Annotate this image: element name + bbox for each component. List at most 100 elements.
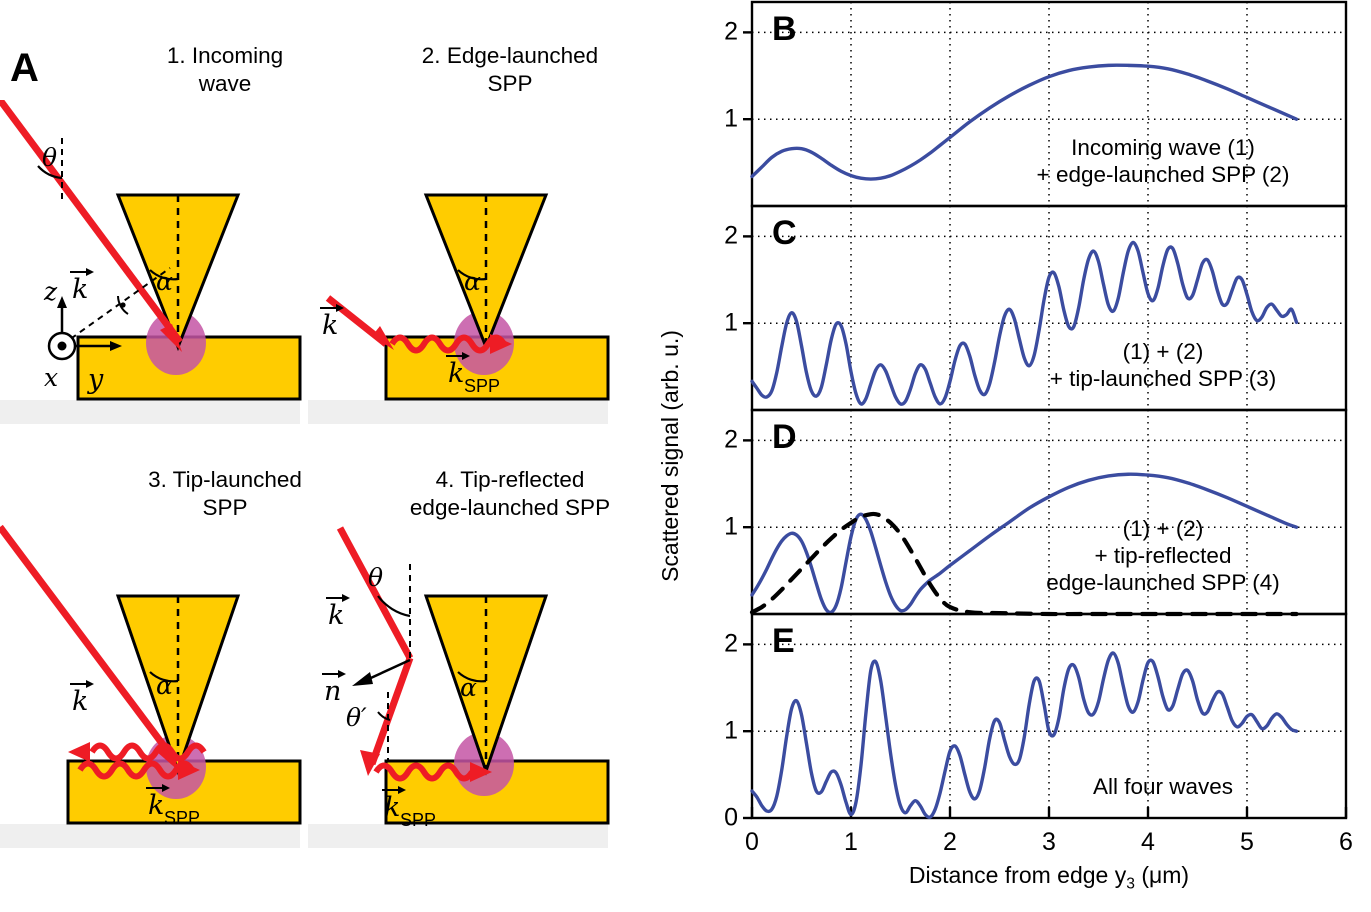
normal-vector-arrowhead [352,672,373,686]
theta-arc [377,595,411,618]
z-axis-label: z [43,277,58,306]
xtick-label-6: 6 [1339,828,1353,856]
spp-wave-lower-right [77,760,195,780]
beam-arrowhead [372,326,394,350]
ytick-label-c-2: 2 [724,221,738,250]
k-overbar-arrowhead [86,680,94,688]
k-overbar-arrowhead [342,594,350,602]
ytick-label-e-2: 2 [724,629,738,658]
xtick-label-3: 3 [1042,828,1056,856]
k-vector-label: k [322,310,338,341]
k-vector-label: k [72,274,88,305]
kspp-subscript: SPP [164,808,200,828]
subpanel-1-title: 1. Incoming wave [166,43,284,96]
incoming-beam [0,100,183,345]
x-axis-label: Distance from edge y3 (μm) [908,862,1190,893]
k-vector-label: k [328,600,344,631]
kspp-label: k [448,358,464,389]
curve-c-signal [750,240,1299,406]
spp-wave-left-arrowhead [68,742,90,762]
alpha-label: α [460,673,477,702]
subpanel-1-diagram: α θ k z x y [0,100,302,424]
ytick-label-b-1: 1 [724,104,738,133]
reflected-beam-arrowhead [360,750,380,776]
panel-label-e: E [772,622,795,660]
curve-e-signal [750,651,1299,820]
alpha-arc [149,269,179,281]
subpanel-2-title: 2. Edge-launched SPP [421,43,599,96]
y-axis-arrowhead [110,341,122,351]
spp-wave-arrowhead [490,334,512,354]
ytick-label-e-1: 1 [724,716,738,745]
theta-prime-label: θ′ [346,703,367,732]
subpanel-4-title: 4. Tip-reflected edge-launched SPP [409,467,611,520]
ytick-label-d-1: 1 [724,512,738,541]
subpanel-3-diagram: α k k SPP [0,524,302,848]
panel-label-c: C [772,214,797,252]
kspp-label: k [148,790,164,821]
incoming-beam [336,526,414,660]
subpanel-4-diagram: α θ k n θ′ k SPP [308,526,610,848]
theta-label: θ [42,143,57,172]
n-overbar-arrowhead [338,670,346,678]
spp-wave-right-arrowhead [178,760,200,780]
alpha-label: α [464,267,481,296]
kspp-label: k [384,792,400,823]
xtick-label-4: 4 [1141,828,1155,856]
k-overbar-arrowhead [336,304,344,312]
beam-arrowhead [157,745,180,772]
panel-label-d: D [772,418,797,456]
kspp-subscript: SPP [464,376,500,396]
z-axis-arrowhead [57,296,67,308]
panel-a-letter: A [10,46,39,90]
shadow-strip [308,400,608,424]
kspp-subscript: SPP [400,810,436,830]
shadow-strip [308,824,608,848]
panel-a-schematics: A 1. Incoming wave 2. Edge-launched SPP … [0,43,611,848]
y-axis-label: y [87,364,104,395]
subpanel-3-title: 3. Tip-launched SPP [148,467,302,520]
incoming-beam [0,524,179,765]
alpha-arc [457,671,487,683]
curve-b-signal [750,63,1299,181]
shadow-strip [0,824,300,848]
x-axis-dot [57,341,67,351]
theta-prime-arc [377,711,391,721]
shadow-strip [0,400,300,424]
n-vector-label: n [324,676,341,707]
ytick-label-e-0: 0 [724,803,738,832]
annotation-c: (1) + (2) + tip-launched SPP (3) [1049,339,1277,391]
ytick-label-d-2: 2 [724,425,738,454]
k-vector-label: k [72,686,88,717]
alpha-arc [457,269,487,281]
ytick-label-b-2: 2 [724,17,738,46]
x-axis-label: x [44,363,58,392]
spp-wave-right [373,762,475,782]
theta-label: θ [368,563,383,592]
normal-dashed [61,267,171,346]
curve-d-signal [750,472,1299,615]
kspp-overbar-arrowhead [162,784,170,792]
annotation-b: Incoming wave (1) + edge-launched SPP (2… [1036,135,1290,187]
annotation-d: (1) + (2) + tip-reflected edge-launched … [1046,516,1280,595]
reflected-beam [368,656,414,766]
alpha-label: α [156,671,173,700]
beam-arrowhead [160,324,182,352]
alpha-arc [149,671,179,683]
kspp-overbar-arrowhead [462,352,470,360]
kspp-overbar-arrowhead [398,786,406,794]
k-overbar-arrowhead [86,268,94,276]
spp-wave-upper-left [89,742,207,762]
spp-wave-arrowhead [470,762,492,782]
xtick-label-0: 0 [745,828,759,856]
theta-arc [37,165,63,180]
right-angle-dot [120,302,126,308]
xtick-label-1: 1 [844,828,858,856]
spp-wave-right [389,334,507,354]
ytick-label-c-1: 1 [724,308,738,337]
subpanel-2-diagram: α k k SPP [308,193,610,424]
xtick-label-5: 5 [1240,828,1254,856]
panel-label-b: B [772,10,797,48]
xtick-label-2: 2 [943,828,957,856]
